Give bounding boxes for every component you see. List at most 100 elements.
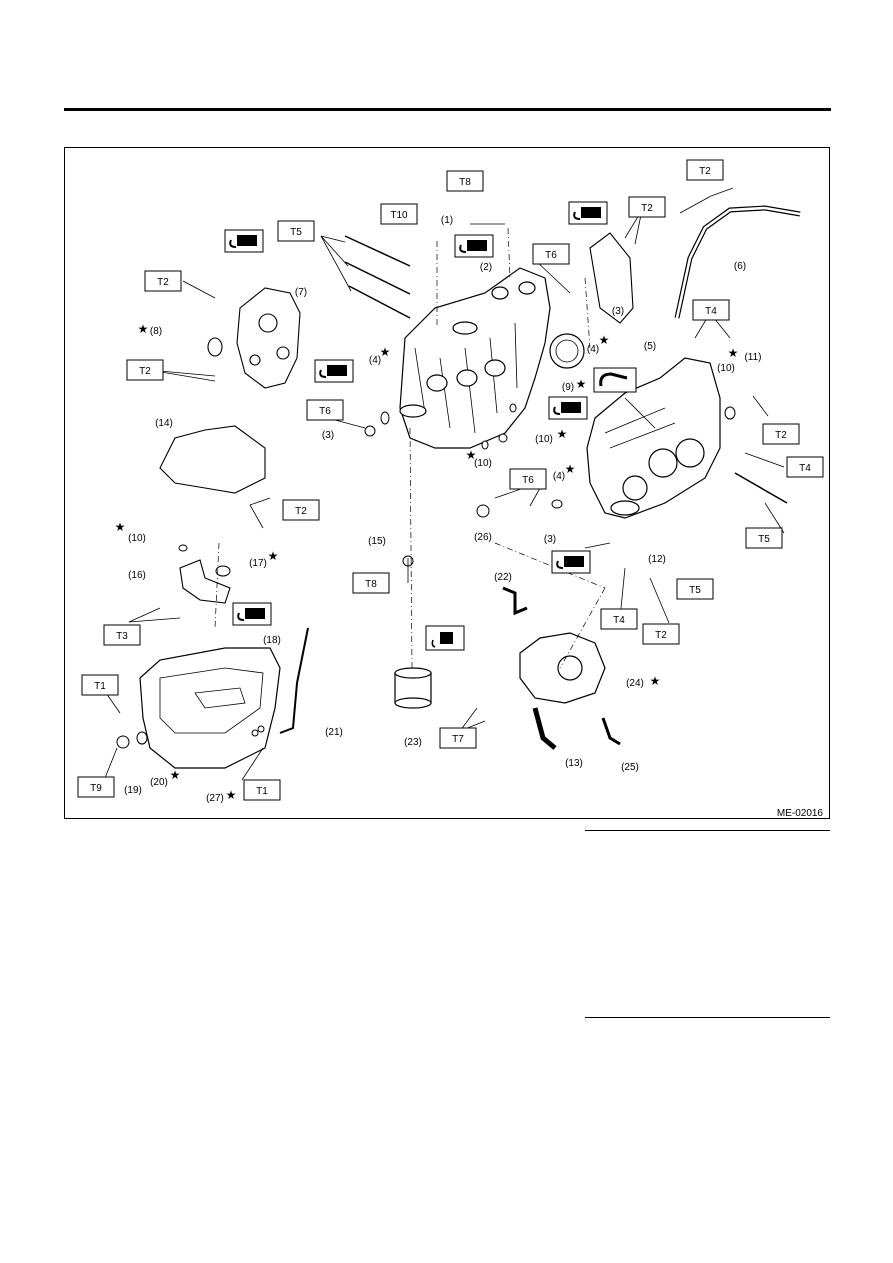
svg-text:★: ★ bbox=[557, 427, 568, 441]
svg-text:★: ★ bbox=[226, 788, 237, 802]
callout-18: (18) bbox=[263, 635, 281, 646]
svg-text:★: ★ bbox=[728, 346, 739, 360]
note-rule-bottom bbox=[585, 1017, 830, 1018]
callout-17: (17) bbox=[249, 558, 267, 569]
torque-box-t4-mid: T4 bbox=[600, 608, 638, 630]
svg-text:T1: T1 bbox=[256, 786, 268, 797]
oil-pan bbox=[139, 647, 281, 769]
svg-text:T4: T4 bbox=[705, 306, 717, 317]
service-hole-cover bbox=[589, 232, 634, 324]
oil-seal-9 bbox=[549, 333, 585, 369]
callout-10-left: (10) bbox=[128, 533, 146, 544]
callout-1: (1) bbox=[441, 215, 453, 226]
svg-text:★: ★ bbox=[650, 674, 661, 688]
svg-text:★: ★ bbox=[599, 333, 610, 347]
torque-box-t2-cover: T2 bbox=[628, 196, 666, 218]
callout-27: (27) bbox=[206, 793, 224, 804]
sealant-icon bbox=[224, 229, 264, 253]
callout-4-top: (4) bbox=[587, 344, 599, 355]
header-rule bbox=[64, 108, 831, 111]
torque-box-t6-left: T6 bbox=[306, 399, 344, 421]
torque-box-t1-bottom: T1 bbox=[243, 779, 281, 801]
callout-numbers: (1) (2) (3) (3) (3) (4) (4) (4) (5) (6) … bbox=[124, 215, 761, 804]
callout-3-left: (3) bbox=[322, 430, 334, 441]
torque-box-t5-mid: T5 bbox=[676, 578, 714, 600]
svg-text:★: ★ bbox=[268, 549, 279, 563]
torque-box-t6-mid: T6 bbox=[509, 468, 547, 490]
svg-text:★: ★ bbox=[138, 322, 149, 336]
figure-code: ME-02016 bbox=[777, 808, 824, 818]
sealant-icon bbox=[551, 550, 591, 574]
torque-box-t2-baffle: T2 bbox=[282, 499, 320, 521]
callout-15: (15) bbox=[368, 536, 386, 547]
torque-box-t7: T7 bbox=[439, 727, 477, 749]
callout-6: (6) bbox=[734, 261, 746, 272]
svg-text:T5: T5 bbox=[689, 585, 701, 596]
callout-9: (9) bbox=[562, 382, 574, 393]
svg-text:T5: T5 bbox=[290, 227, 302, 238]
torque-box-t2-left-upper: T2 bbox=[144, 270, 182, 292]
svg-text:T8: T8 bbox=[365, 579, 377, 590]
callout-10-right: (10) bbox=[717, 363, 735, 374]
torque-box-t2-left-lower: T2 bbox=[126, 359, 164, 381]
callout-8: (8) bbox=[150, 326, 162, 337]
svg-text:★: ★ bbox=[170, 768, 181, 782]
torque-box-t2-mid: T2 bbox=[642, 623, 680, 645]
cylinder-block-right-half bbox=[586, 357, 721, 519]
sealant-icon bbox=[568, 201, 608, 225]
svg-text:T9: T9 bbox=[90, 783, 102, 794]
torque-box-t8-top: T8 bbox=[446, 170, 484, 192]
oil-pump bbox=[236, 287, 301, 389]
callout-11: (11) bbox=[744, 352, 761, 363]
oil-filter bbox=[394, 667, 432, 709]
bracket-22 bbox=[502, 586, 528, 616]
torque-box-t4-right: T4 bbox=[786, 456, 824, 478]
callout-3-mid: (3) bbox=[544, 534, 556, 545]
sealant-icon bbox=[232, 602, 272, 626]
torque-labels: T8 T10 T5 T2 T2 T6 T2 T2 T6 T4 T2 T4 T5 … bbox=[77, 159, 824, 801]
callout-7: (7) bbox=[295, 287, 307, 298]
callout-22: (22) bbox=[494, 572, 512, 583]
callout-26: (26) bbox=[474, 532, 492, 543]
svg-text:T10: T10 bbox=[390, 210, 408, 221]
torque-box-t9: T9 bbox=[77, 776, 115, 798]
cylinder-block-left-half bbox=[399, 267, 551, 449]
callout-19: (19) bbox=[124, 785, 142, 796]
svg-text:T2: T2 bbox=[295, 506, 307, 517]
svg-text:T3: T3 bbox=[116, 631, 128, 642]
svg-text:T1: T1 bbox=[94, 681, 106, 692]
replace-marks: ★ ★ ★ ★ ★ ★ ★ ★ ★ ★ ★ ★ ★ bbox=[115, 322, 739, 802]
plugs-and-rings bbox=[178, 403, 736, 737]
svg-text:T2: T2 bbox=[139, 366, 151, 377]
exploded-view-figure: T8 T10 T5 T2 T2 T6 T2 T2 T6 T4 T2 T4 T5 … bbox=[64, 147, 830, 819]
gasket-20 bbox=[136, 731, 148, 745]
svg-text:T4: T4 bbox=[613, 615, 625, 626]
oil-icon bbox=[425, 625, 465, 651]
callout-16: (16) bbox=[128, 570, 146, 581]
callout-5: (5) bbox=[644, 341, 656, 352]
callout-25: (25) bbox=[621, 762, 639, 773]
svg-text:T6: T6 bbox=[545, 250, 557, 261]
callout-12: (12) bbox=[648, 554, 666, 565]
oil-strainer bbox=[179, 559, 231, 604]
torque-box-t1-left: T1 bbox=[81, 674, 119, 696]
torque-box-t2-right: T2 bbox=[762, 423, 800, 445]
torque-box-t5-right: T5 bbox=[745, 527, 783, 549]
callout-10-mid: (10) bbox=[535, 434, 553, 445]
oil-level-gauge-guide bbox=[279, 627, 309, 734]
svg-text:T2: T2 bbox=[775, 430, 787, 441]
svg-text:T2: T2 bbox=[699, 166, 711, 177]
callout-23: (23) bbox=[404, 737, 422, 748]
svg-text:★: ★ bbox=[380, 345, 391, 359]
svg-text:T2: T2 bbox=[655, 630, 667, 641]
callout-4-mid: (4) bbox=[553, 471, 565, 482]
svg-text:T5: T5 bbox=[758, 534, 770, 545]
callout-4-left: (4) bbox=[369, 355, 381, 366]
callout-24: (24) bbox=[626, 678, 644, 689]
grease-icon bbox=[593, 367, 637, 393]
sealant-icon bbox=[548, 396, 588, 420]
cylinder-block-bolts bbox=[344, 235, 788, 504]
o-ring-17 bbox=[215, 565, 231, 577]
drain-plug-19 bbox=[116, 735, 130, 749]
svg-text:★: ★ bbox=[115, 520, 126, 534]
